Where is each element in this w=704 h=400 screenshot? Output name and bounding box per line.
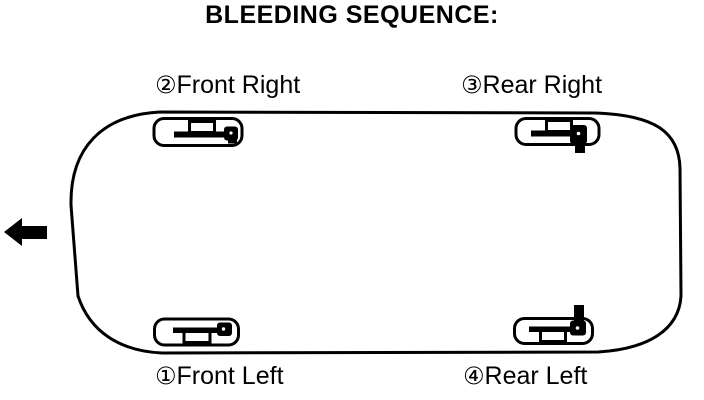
- car-body-outline: [69, 110, 683, 355]
- bleeder-valve-rear-left-icon: [513, 305, 594, 345]
- wheel-name-front-right: Front Right: [176, 71, 301, 99]
- wheel-name-rear-right: Rear Right: [482, 71, 603, 99]
- sequence-number-rear-right: ③: [461, 72, 483, 99]
- bleeder-valve-front-right-icon: [152, 117, 244, 147]
- sequence-number-front-left: ①: [155, 363, 177, 390]
- bleeder-valve-front-left-icon: [153, 317, 240, 347]
- label-rear-right: ③Rear Right: [461, 71, 602, 100]
- label-front-right: ②Front Right: [155, 71, 300, 100]
- label-rear-left: ④Rear Left: [463, 362, 587, 391]
- diagram-title: BLEEDING SEQUENCE:: [205, 1, 499, 29]
- wheel-name-rear-left: Rear Left: [484, 362, 588, 390]
- bleeder-valve-rear-right-icon: [514, 117, 601, 153]
- label-front-left: ①Front Left: [155, 362, 284, 391]
- sequence-number-front-right: ②: [155, 72, 177, 99]
- sequence-number-rear-left: ④: [463, 363, 485, 390]
- front-direction-left-arrow-icon: [4, 218, 47, 246]
- wheel-name-front-left: Front Left: [176, 362, 284, 390]
